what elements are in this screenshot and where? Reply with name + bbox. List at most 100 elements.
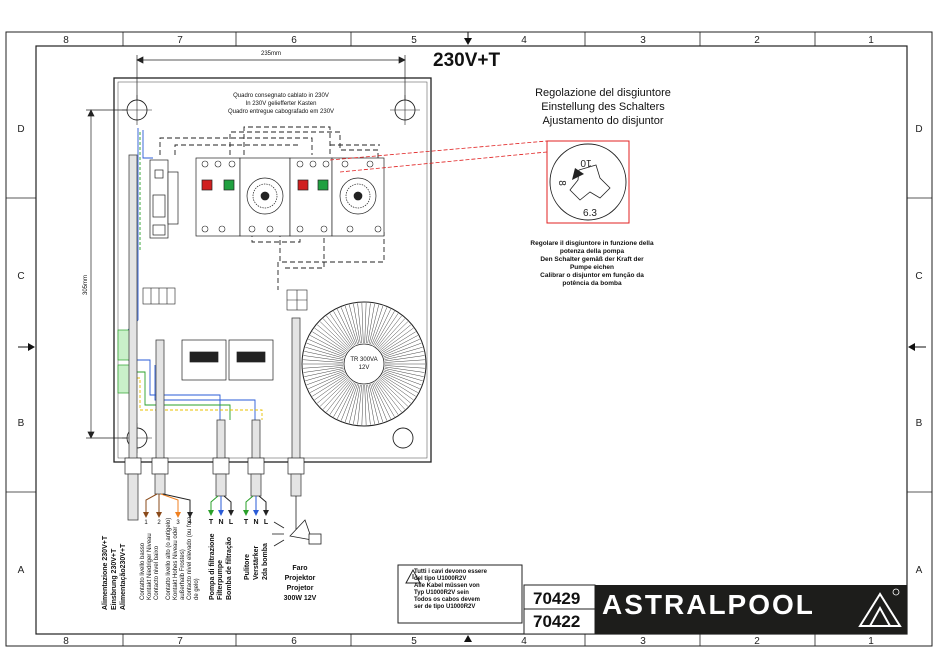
light-label-rating: 300W 12V [284, 595, 317, 602]
zone-bottom-5: 5 [411, 636, 417, 647]
winding-line [310, 335, 346, 355]
winding-line [340, 307, 357, 345]
zone-top-8: 8 [63, 35, 69, 46]
winding-line [303, 366, 344, 373]
winding-line [383, 342, 422, 358]
warning-box [397, 564, 523, 624]
terminal-number-3: 3 [176, 520, 180, 526]
brand-name: ASTRALPOOL [602, 589, 815, 620]
winding-line [340, 383, 357, 421]
level-low-label-it: Contatto livello basso [140, 542, 146, 600]
panel-caption-it: Quadro consegnato cablato in 230V [233, 93, 329, 99]
warning-line-6: ser de tipo U1000R2V [414, 604, 476, 610]
cleaner-contactor [228, 339, 274, 381]
light-label: Faro Projektor Projetor 300W 12V [284, 565, 317, 602]
zone-right-d: D [915, 124, 922, 135]
winding-line [303, 355, 344, 362]
enclosure-inner [117, 81, 428, 459]
winding-line [308, 372, 345, 390]
regulation-note-3: Den Schalter gemäß der Kraft der [540, 256, 644, 263]
level-high-label-5: de gelo) [194, 578, 200, 600]
winding-line [378, 378, 409, 407]
zone-bottom-4: 4 [521, 636, 527, 647]
winding-line [384, 355, 425, 362]
external-cables [127, 473, 302, 521]
winding-line [374, 311, 395, 346]
zone-ticks [6, 32, 932, 646]
timer-module-1 [195, 157, 291, 237]
winding-line [384, 368, 424, 377]
outer-frame [5, 31, 933, 647]
winding-line [377, 379, 406, 410]
pump-label-de: Filterpumpe [217, 560, 224, 600]
light-label-it: Faro [292, 565, 307, 572]
pump-label-it: Pompa di filtrazione [209, 533, 216, 600]
cleaner-terminal-l: L [264, 519, 269, 526]
level-high-label-3: außerhalb Frostes) [180, 549, 186, 600]
zone-left-c: C [17, 271, 24, 282]
winding-line [372, 309, 391, 346]
supply-label: Alimentazione 230V+T Einsbrung 230V+T Al… [102, 535, 127, 610]
dashed-wiring [159, 126, 385, 290]
winding-line [364, 384, 367, 425]
zone-right-a: A [916, 565, 923, 576]
winding-line [376, 380, 402, 413]
product-code-1: 70429 [533, 589, 581, 608]
winding-line [333, 311, 354, 346]
cleaner-label: Pulitore Verstärker 2da bomba [244, 543, 269, 580]
level-wire-arrows [143, 512, 193, 518]
winding-line [370, 305, 384, 345]
winding-line [329, 313, 353, 347]
winding-line [305, 346, 344, 359]
callout-lines [329, 140, 548, 173]
winding-line [374, 382, 395, 417]
regulation-note-4: Pumpe eichen [569, 264, 615, 271]
winding-line [322, 379, 351, 410]
winding-line [317, 324, 349, 351]
pump-wire-arrows [208, 510, 269, 516]
zone-bottom-1: 1 [868, 636, 874, 647]
warning-line-2: del tipo U1000R2V [414, 576, 467, 582]
regulation-note-5: Calibrar o disjuntor em função da [540, 272, 644, 279]
winding-line [378, 321, 409, 350]
zone-top-1: 1 [868, 35, 874, 46]
light-terminal-block [286, 289, 308, 311]
winding-line [357, 303, 363, 344]
warning-text: Tutti i cavi devono essere del tipo U100… [414, 569, 518, 611]
supply-label-de: Einsbrung 230V+T [111, 548, 118, 610]
timer-module-2 [289, 157, 385, 237]
terminal-number-2: 2 [157, 520, 161, 526]
zone-top-3: 3 [640, 35, 646, 46]
winding-line [368, 304, 379, 344]
breaker-block [149, 159, 179, 239]
toroidal-transformer [301, 301, 427, 427]
terminal-screws-top [201, 160, 382, 233]
level-high-label-2: Kontakt Hohes Niveau oder [173, 527, 179, 600]
zone-bottom-2: 2 [754, 636, 760, 647]
winding-line [384, 346, 423, 359]
winding-line [353, 303, 361, 344]
winding-line [314, 327, 348, 352]
winding-line [379, 324, 411, 351]
regulation-heading-it: Regolazione del disgiuntore [535, 87, 671, 99]
pump-terminal-l: L [229, 519, 234, 526]
astralpool-logo-icon [858, 588, 902, 627]
pump-terminal-t: T [209, 519, 214, 526]
winding-line [312, 331, 347, 354]
zone-top-5: 5 [411, 35, 417, 46]
pump-contactor [181, 339, 227, 381]
zone-left-d: D [17, 124, 24, 135]
pump-label-pt: Bomba de filtração [226, 537, 233, 600]
width-dimension-label: 235mm [261, 51, 281, 57]
voltage-title: 230V+T [433, 50, 501, 71]
regulation-heading: Regolazione del disgiuntore Einstellung … [498, 86, 708, 128]
cleaner-terminal-t: T [244, 519, 249, 526]
zone-top-4: 4 [521, 35, 527, 46]
winding-line [383, 370, 422, 386]
pump-label: Pompa di filtrazione Filterpumpe Bomba d… [209, 533, 233, 600]
winding-line [375, 381, 399, 415]
ground-terminals [117, 329, 131, 394]
winding-line [329, 381, 353, 415]
height-dimension-label: 305mm [83, 275, 89, 295]
